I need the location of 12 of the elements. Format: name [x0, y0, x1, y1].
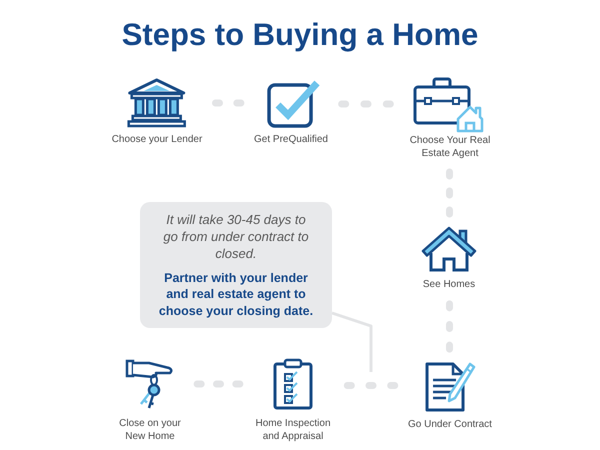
step-label: Go Under Contract [408, 418, 492, 431]
leader-line [332, 312, 372, 372]
step-label: Choose Your Real Estate Agent [408, 134, 492, 160]
step-label: Home Inspection and Appraisal [254, 417, 332, 443]
callout-note: It will take 30-45 days to go from under contract to closed. [162, 210, 310, 262]
step-label: Get PreQualified [254, 133, 328, 146]
step-label: Close on your New Home [118, 417, 182, 443]
step-label: Choose your Lender [112, 133, 202, 146]
callout-box [140, 202, 332, 328]
callout-tip: Partner with your lender and real estate agent to choose your closing date. [158, 270, 314, 320]
step-label: See Homes [422, 278, 476, 291]
title: Steps to Buying a Home [120, 16, 480, 54]
